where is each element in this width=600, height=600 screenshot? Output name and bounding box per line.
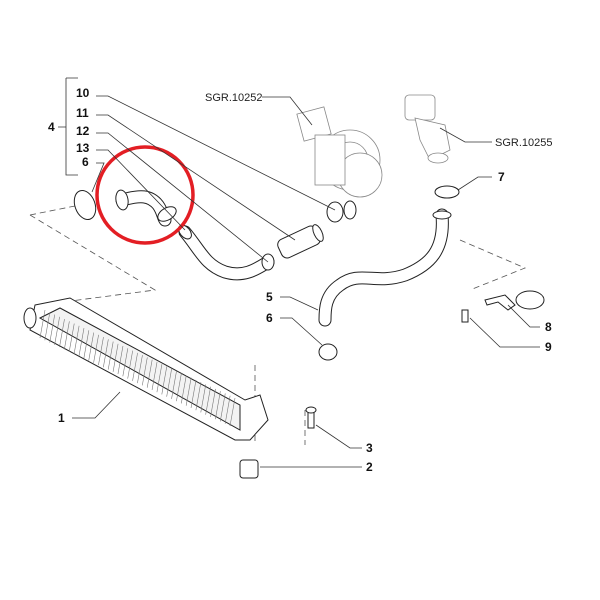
intercooler-fin [98, 337, 104, 366]
label-9: 9 [545, 340, 552, 354]
label-6-top: 6 [82, 155, 89, 169]
intercooler-fin [185, 377, 192, 406]
intercooler-fin [156, 364, 163, 393]
intercooler-fin [112, 343, 119, 372]
label-6-mid: 6 [266, 311, 273, 325]
intercooler-fin [64, 321, 70, 350]
intercooler-fin [73, 325, 80, 354]
intercooler-fin [59, 318, 65, 348]
intercooler-fin [132, 352, 138, 381]
intercooler-fin [93, 334, 99, 363]
intercooler-fin [229, 397, 236, 427]
intercooler-fin [166, 368, 172, 397]
ref-turbo: SGR.10252 [205, 92, 262, 104]
intercooler-fin [205, 386, 211, 415]
intercooler-fin [176, 373, 182, 402]
intercooler-fin [49, 314, 56, 343]
label-8: 8 [545, 320, 552, 334]
label-4: 4 [48, 120, 55, 134]
intercooler-fin [137, 355, 143, 384]
intercooler-fin [180, 375, 187, 404]
intercooler-fin [224, 395, 231, 424]
intake-hose [178, 224, 275, 281]
label-1: 1 [58, 411, 65, 425]
intercooler-fin [78, 327, 85, 357]
highlight-circle [95, 145, 195, 245]
coupling-sleeve [277, 224, 324, 259]
intercooler-fin [146, 359, 153, 388]
intercooler-fin [88, 332, 95, 361]
label-2: 2 [366, 460, 373, 474]
label-12: 12 [76, 124, 90, 138]
intercooler-fin [107, 341, 114, 370]
intercooler-fin [219, 393, 226, 422]
intercooler-fin [68, 323, 75, 352]
label-10: 10 [76, 86, 90, 100]
intercooler-fin [39, 309, 46, 339]
intercooler-fin [127, 350, 133, 379]
highlighted-hose [115, 189, 177, 227]
label-5: 5 [266, 290, 273, 304]
label-3: 3 [366, 441, 373, 455]
outlet-hose [318, 208, 452, 327]
intercooler-fin [210, 388, 216, 418]
hose-clamps [73, 185, 460, 361]
intercooler-fin [117, 346, 124, 375]
label-7: 7 [498, 170, 505, 184]
intercooler-fin [215, 391, 221, 420]
turbocharger [296, 106, 383, 198]
intercooler-fin [142, 357, 148, 386]
thermostat-housing [404, 94, 451, 164]
label-13: 13 [76, 141, 90, 155]
intercooler-fin [44, 312, 51, 341]
intercooler-fin [161, 366, 168, 395]
intercooler [23, 297, 269, 441]
intercooler-fin [83, 330, 90, 359]
intercooler-fin [195, 382, 202, 411]
leader-lines [58, 77, 540, 468]
intercooler-fin [171, 370, 177, 399]
intercooler-fin [200, 384, 207, 413]
intercooler-fin [151, 361, 158, 390]
ref-thermostat: SGR.10255 [495, 137, 552, 149]
intercooler-fin [122, 348, 129, 377]
label-11: 11 [76, 106, 89, 120]
intercooler-fin [54, 316, 60, 345]
intercooler-fin [103, 339, 109, 368]
screw-and-mount [239, 406, 317, 479]
intercooler-fin [190, 379, 197, 409]
bracket [461, 290, 545, 323]
